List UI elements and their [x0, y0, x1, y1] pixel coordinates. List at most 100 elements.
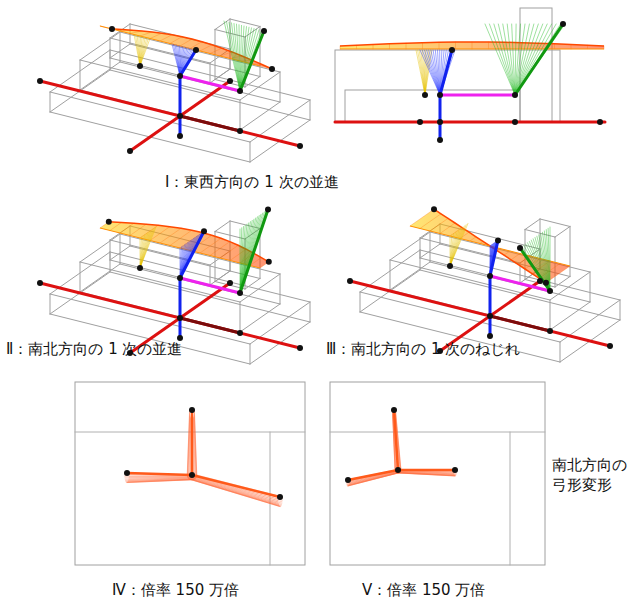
joint-dot — [266, 259, 272, 265]
blue-fan — [490, 241, 498, 276]
bow-member — [192, 475, 280, 497]
joint-dot — [487, 333, 493, 339]
blue-fan — [174, 44, 181, 76]
joint-dot — [177, 275, 183, 281]
bow-trace — [193, 418, 194, 479]
building-edge — [250, 344, 251, 364]
roof-hatch — [110, 223, 121, 231]
roof-hatch — [406, 43, 407, 49]
blue-fan — [420, 50, 440, 95]
panel-caption: Ⅴ：倍率 150 万倍 — [362, 580, 485, 600]
green-fan — [234, 24, 240, 92]
blue-fan — [422, 50, 440, 95]
building-edge — [550, 302, 590, 330]
building-edge — [570, 227, 571, 277]
core-column — [180, 231, 204, 278]
building-edge — [245, 279, 260, 290]
building-edge — [310, 302, 311, 322]
joint-dot — [347, 278, 353, 284]
building-edge — [210, 265, 211, 285]
roof-hatch — [430, 218, 448, 231]
blue-fan — [440, 50, 455, 95]
roof-hatch — [440, 223, 455, 234]
bow-member — [394, 410, 398, 470]
bow-mode-4 — [75, 382, 305, 565]
yellow-fan — [416, 50, 425, 95]
building-edge — [240, 100, 241, 130]
bow-trace — [194, 417, 196, 478]
joint-dot — [495, 237, 501, 243]
building-edge — [80, 60, 81, 90]
blue-fan — [433, 50, 440, 95]
joint-dot — [137, 265, 143, 271]
blue-fan — [178, 46, 180, 77]
floor-beam — [180, 76, 240, 91]
building-edge — [50, 294, 51, 314]
roof-hatch — [160, 35, 172, 41]
green-fan — [515, 24, 547, 95]
roof-hatch — [220, 52, 232, 56]
building-edge — [110, 240, 111, 260]
roof-edge — [340, 49, 604, 50]
building-edge — [110, 38, 111, 58]
ground-axis — [180, 116, 240, 131]
bow-mode-5 — [330, 382, 545, 565]
joint-dot — [37, 280, 43, 286]
building-edge — [210, 63, 211, 83]
joint-dot — [543, 280, 549, 286]
joint-dot — [449, 47, 455, 53]
roof-hatch — [420, 214, 441, 229]
building-edge — [550, 300, 551, 330]
joint-dot — [201, 228, 207, 234]
bow-trace — [188, 477, 278, 501]
joint-dot — [417, 119, 423, 125]
joint-dot — [237, 330, 243, 336]
roof-hatch — [439, 42, 440, 49]
green-fan — [224, 21, 240, 91]
blue-fan — [427, 50, 440, 95]
green-fan — [485, 24, 515, 95]
bow-member — [127, 473, 192, 475]
yellow-fan — [419, 50, 425, 95]
joint-dot — [297, 143, 303, 149]
blue-fan — [180, 231, 204, 278]
green-fan — [494, 24, 515, 95]
core-column — [440, 50, 452, 95]
blue-fan — [431, 50, 440, 95]
building-edge — [360, 292, 560, 342]
floor-beam — [490, 276, 550, 291]
bow-trace — [125, 479, 188, 481]
joint-dot — [124, 470, 130, 476]
floor-beam — [440, 94, 515, 97]
green-fan — [526, 244, 550, 291]
joint-dot — [177, 113, 183, 119]
joint-dot — [127, 148, 133, 154]
joint-dot — [391, 407, 397, 413]
joint-dot — [37, 78, 43, 84]
roof-hatch — [210, 48, 222, 53]
building-edge — [555, 277, 570, 288]
building-edge — [240, 302, 241, 332]
building-edge — [540, 219, 570, 227]
side-note: 南北方向の 弓形変形 — [552, 455, 634, 496]
bow-trace — [188, 478, 278, 503]
blue-fan — [424, 50, 440, 95]
joint-dot — [237, 88, 243, 94]
joint-dot — [237, 128, 243, 134]
joint-dot — [487, 313, 493, 319]
yellow-fan — [136, 35, 140, 66]
joint-dot — [597, 119, 603, 125]
roof-hatch — [220, 245, 238, 258]
panel-caption: Ⅳ：倍率 150 万倍 — [112, 580, 239, 600]
building-edge — [215, 221, 230, 232]
building-edge — [80, 62, 120, 90]
roof-edge — [340, 42, 604, 46]
building-edge — [110, 246, 130, 260]
building-edge — [50, 92, 250, 142]
yellow-fan — [139, 36, 140, 66]
building-edge — [280, 72, 281, 102]
joint-dot — [431, 206, 437, 212]
building-edge — [250, 142, 251, 162]
building-edge — [120, 264, 280, 304]
joint-dot — [345, 477, 351, 483]
